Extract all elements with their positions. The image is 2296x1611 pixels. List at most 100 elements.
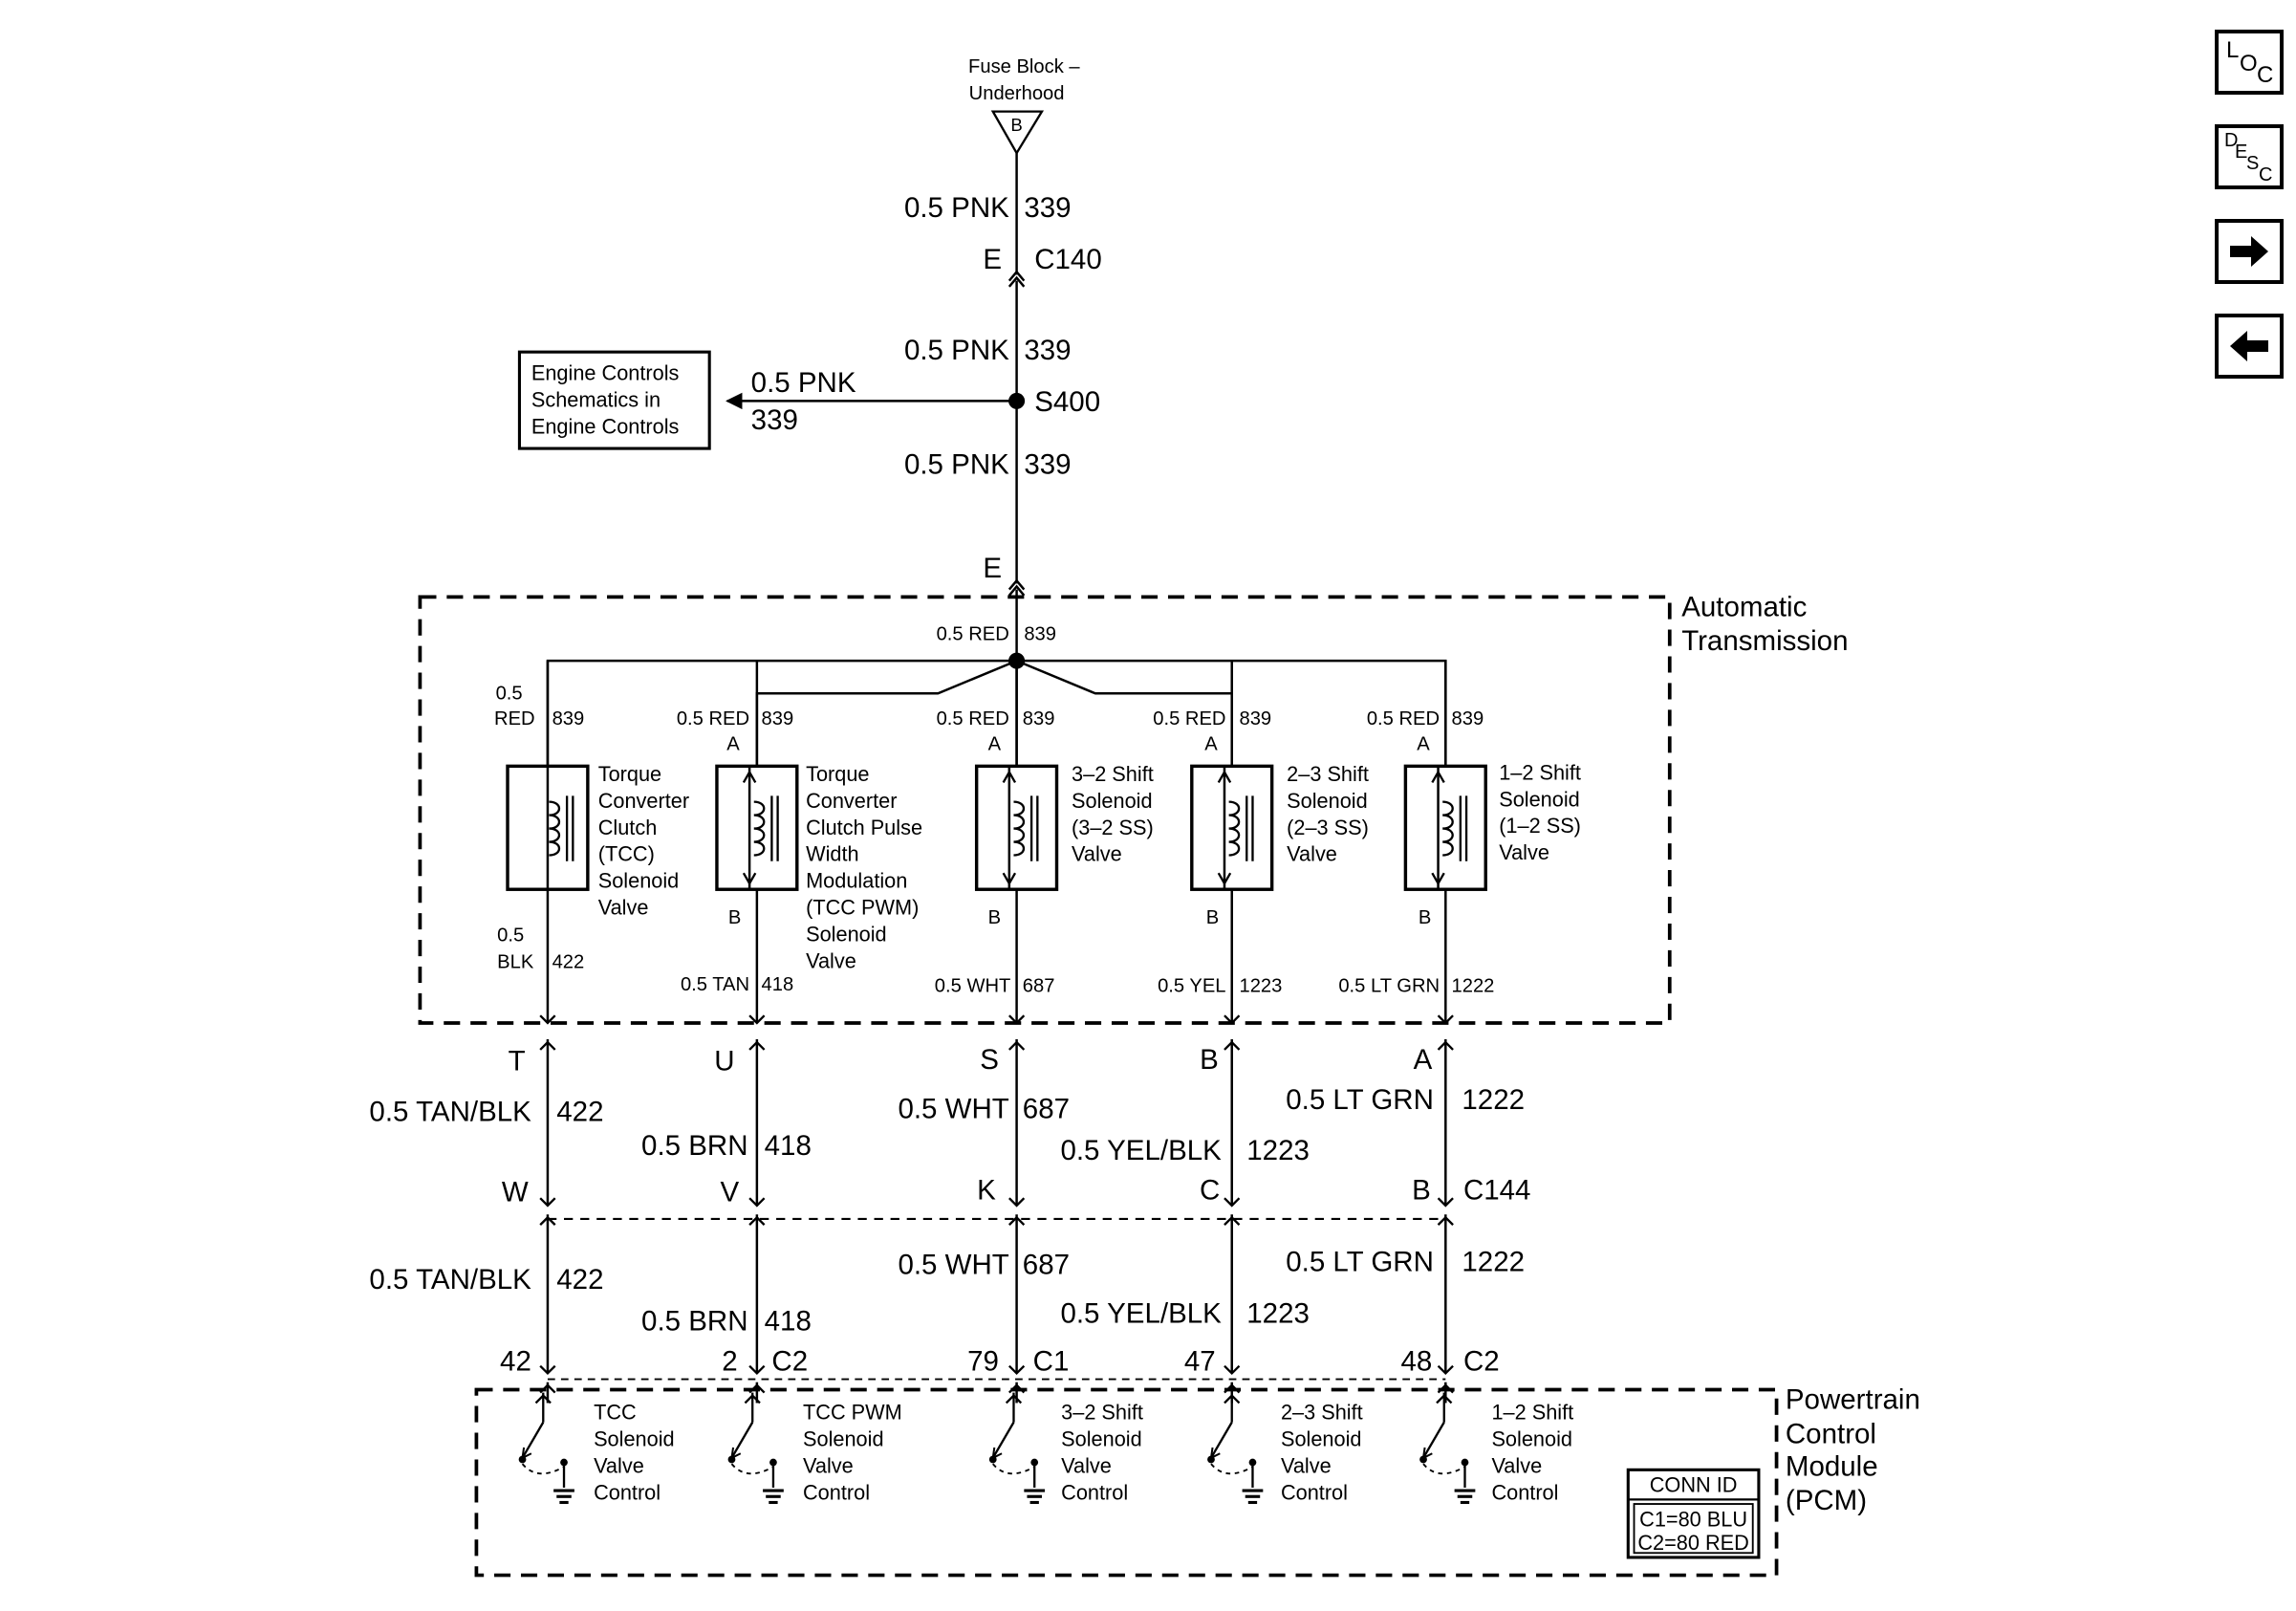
pcm-connector: C2 [771,1345,808,1377]
tccpwm-solenoid-label: Converter [806,789,897,813]
conn-id-title: CONN ID [1650,1473,1738,1497]
ss12-out-circuit: 1222 [1452,975,1495,996]
trans-pin-a: A [1414,1044,1433,1076]
pcm-control-label: TCC PWM [803,1401,902,1425]
pcm-switch [988,1392,1046,1505]
harness-labels: T U S B A 0.5 TAN/BLK 422 0.5 BRN 418 0.… [369,1044,1530,1377]
ss12-solenoid-label: Solenoid [1499,787,1580,811]
tccpwm-out-gauge-color: 0.5 TAN [681,974,749,995]
pcm-control-label: Valve [594,1453,644,1477]
tcc-solenoid-label: Torque [598,762,661,786]
harness-wire [748,1009,766,1404]
pcm-label: Powertrain Control Module (PCM) [1786,1384,1920,1517]
location-button[interactable]: L O C [2215,30,2284,95]
c144-pin-b: B [1412,1175,1431,1207]
engine-controls-reference[interactable]: Engine Controls Schematics in Engine Con… [517,350,711,450]
fuse-block-name: Fuse Block – [968,56,1080,77]
harness-wire [539,1009,556,1404]
connector-chevron-icon [1224,1197,1241,1208]
wire-circuit: 422 [556,1264,603,1295]
pcm-control-label: Valve [803,1453,854,1477]
pcm-control-label: 1–2 Shift [1491,1401,1573,1425]
connector-chevron-icon [1008,1197,1026,1208]
solenoid-arrow-icon [1431,872,1445,886]
next-page-button[interactable] [2215,219,2284,284]
ss32-out-circuit: 687 [1023,975,1055,996]
arrow-left-icon [2230,331,2268,361]
solenoid-group [506,661,1487,1010]
automatic-transmission-label: Transmission [1681,625,1848,657]
tcc-ground-circuit: 422 [552,952,585,973]
ss32-feed-circuit: 839 [1023,708,1055,729]
pcm-label-line: Powertrain [1786,1384,1920,1416]
switch-actuator-link [730,1463,774,1475]
splice-s400-label: S400 [1034,386,1100,418]
tcc-feed-color: RED [494,708,535,729]
conn-id-row: C2=80 RED [1637,1531,1748,1555]
switch-actuator-link [992,1463,1035,1475]
connector-chevron-icon [748,1197,766,1208]
wire-gauge-color: 0.5 YEL/BLK [1060,1135,1222,1166]
tccpwm-solenoid-label: Width [806,842,859,866]
wire-gauge-color: 0.5 WHT [898,1093,1008,1124]
internal-feed-labels: 0.5 RED 839 0.5 RED 839 0.5 BLK 422 0.5 … [494,623,1494,996]
c144-pin-w: W [502,1176,529,1208]
wire-circuit: 422 [556,1096,603,1127]
switch-blade [1422,1422,1445,1459]
ss12-feed-circuit: 839 [1452,708,1484,729]
wire-gauge-color: 0.5 LT GRN [1286,1246,1434,1277]
fuse-block-location: Underhood [969,83,1065,104]
connector-chevron-icon [1224,1364,1241,1376]
solenoid-arrow-icon [742,872,757,886]
tcc-solenoid-label: Solenoid [598,869,680,893]
previous-page-button[interactable] [2215,314,2284,379]
ss32-solenoid-label: 3–2 Shift [1072,762,1154,786]
tccpwm-out-circuit: 418 [762,974,794,995]
harness-wire [1008,1009,1026,1404]
ss32-pin-b: B [988,907,1001,928]
connector-chevron-icon [1008,1364,1026,1376]
wire-gauge-color: 0.5 TAN/BLK [369,1264,531,1295]
pcm-label-line: Control [1786,1418,1876,1449]
tcc-feed-circuit: 839 [552,708,585,729]
wire-circuit: 1222 [1462,1084,1525,1116]
solenoid-arrow-icon [1431,770,1445,784]
pcm-pin: 42 [500,1345,531,1377]
tccpwm-solenoid-label: Modulation [806,869,907,893]
pcm-control-label: Control [1061,1480,1128,1504]
pcm-switch [1207,1392,1264,1505]
solenoid-symbol [974,661,1059,1010]
c144-pin-k: K [977,1175,996,1207]
wire-gauge-color: 0.5 WHT [898,1249,1008,1280]
solenoid-arrow-icon [1217,770,1232,784]
wire-gauge-color: 0.5 PNK [904,448,1009,480]
solenoid-coil-icon [549,800,561,857]
connector-chevron-icon [1008,1014,1026,1025]
wire-circuit: 418 [765,1305,812,1337]
wire-gauge-color: 0.5 BRN [641,1130,748,1162]
engine-controls-line: Engine Controls [531,415,680,439]
ss32-solenoid-label: Solenoid [1072,789,1153,813]
desc-letter: D [2224,130,2239,151]
internal-splice-dot [1008,652,1026,669]
ss23-solenoid-label: Solenoid [1287,789,1368,813]
trans-feed-terminal: E [983,553,1002,584]
description-button[interactable]: D E S C [2215,124,2284,189]
ss23-pin-b: B [1206,907,1219,928]
switch-blade [991,1422,1015,1459]
switch-contact [988,1455,997,1464]
pcm-control-label: 3–2 Shift [1061,1401,1143,1425]
pcm-control-label: Control [1491,1480,1558,1504]
pcm-switch [518,1392,574,1505]
solenoid-coil-icon [1228,800,1241,857]
engine-controls-line: Engine Controls [531,361,680,385]
solenoid-coil-icon [1013,800,1026,857]
pcm-control-label: 2–3 Shift [1281,1401,1363,1425]
pcm-label-line: Module [1786,1451,1878,1483]
ss12-pin-b: B [1419,907,1431,928]
ss23-pin-a: A [1204,733,1218,754]
wire-gauge-color: 0.5 PNK [904,192,1009,224]
wire-gauge-color: 0.5 LT GRN [1286,1084,1434,1116]
tcc-solenoid-label: (TCC) [598,842,655,866]
ss23-solenoid-label: (2–3 SS) [1287,816,1369,839]
